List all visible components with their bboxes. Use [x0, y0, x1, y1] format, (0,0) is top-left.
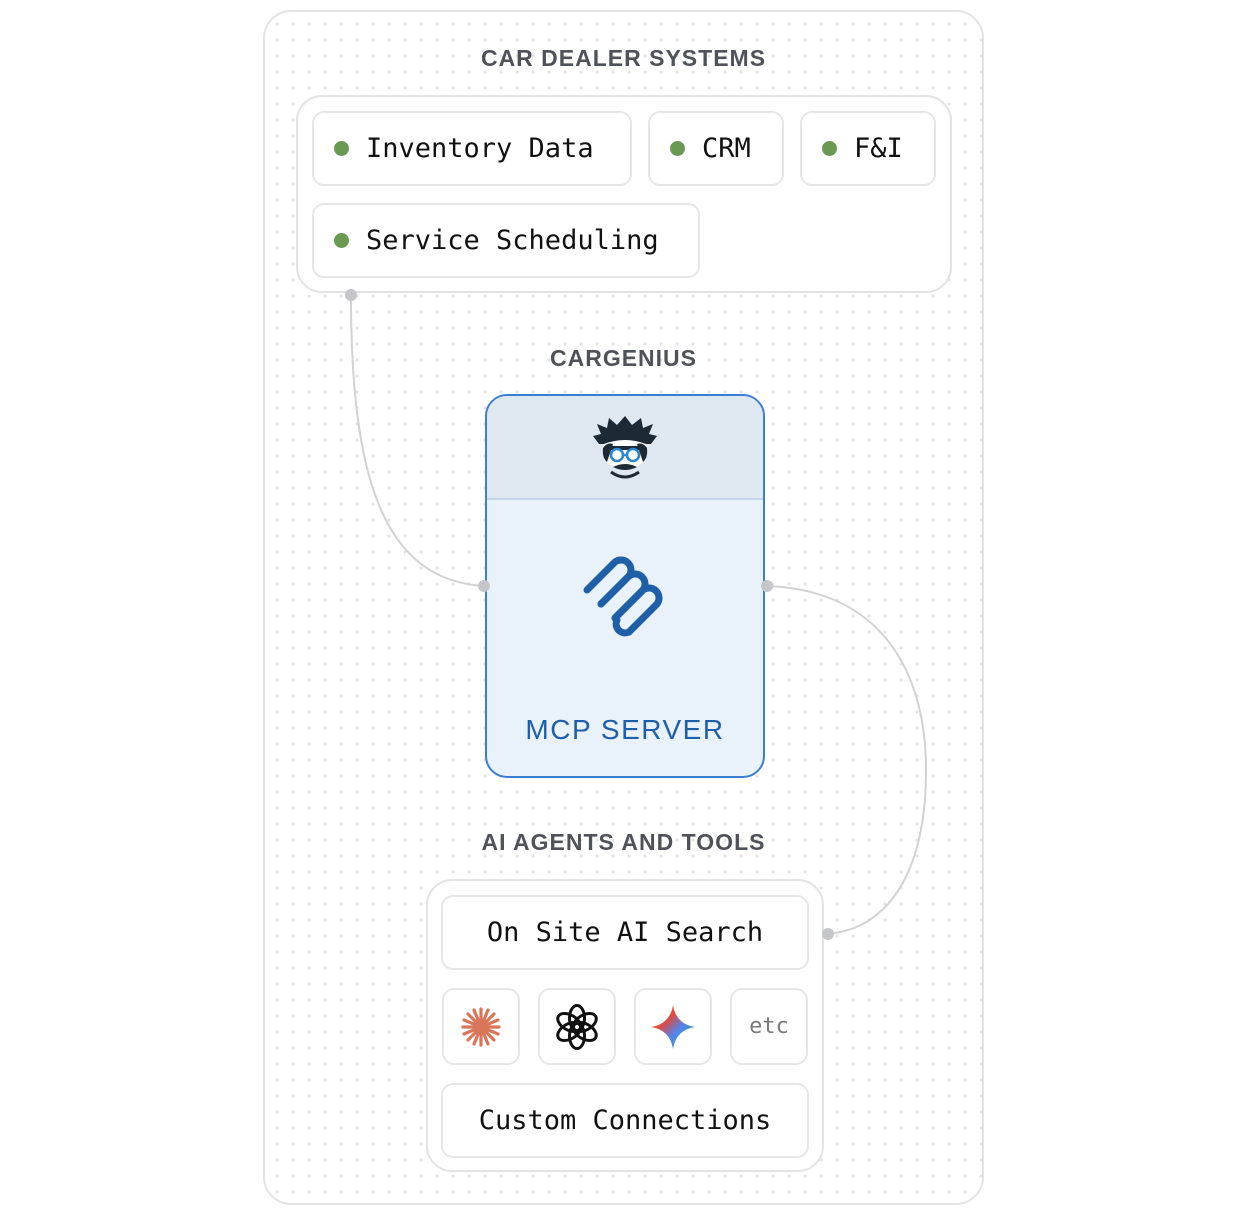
- provider-chip-claude: [442, 988, 520, 1065]
- system-label: F&I: [854, 133, 903, 164]
- system-label: CRM: [702, 133, 751, 164]
- provider-chip-gemini: [634, 988, 712, 1065]
- provider-chip-etc: etc: [730, 988, 808, 1065]
- system-label: Inventory Data: [366, 133, 594, 164]
- system-chip-inventory: Inventory Data: [312, 111, 632, 186]
- mcp-server-card: MCP SERVER: [485, 394, 765, 778]
- tool-chip-custom-connections: Custom Connections: [441, 1083, 809, 1158]
- system-chip-service-scheduling: Service Scheduling: [312, 203, 700, 278]
- mascot-face-icon: [593, 416, 657, 479]
- tool-label: Custom Connections: [478, 1105, 772, 1136]
- openai-icon: [556, 1003, 598, 1050]
- dealer-systems-group: Inventory Data CRM F&I Service Schedulin…: [296, 95, 952, 293]
- provider-chip-openai: [538, 988, 616, 1065]
- connector-port: [345, 289, 357, 301]
- system-chip-fni: F&I: [800, 111, 936, 186]
- system-label: Service Scheduling: [366, 225, 659, 256]
- dealer-section-title: CAR DEALER SYSTEMS: [480, 45, 767, 71]
- gemini-icon: [651, 1004, 695, 1049]
- mcp-server-label: MCP SERVER: [525, 714, 725, 745]
- mcp-card-header: [487, 396, 763, 500]
- status-dot: [822, 141, 837, 156]
- mcp-logo-icon: [583, 556, 663, 637]
- status-dot: [334, 233, 349, 248]
- status-dot: [670, 141, 685, 156]
- ai-section-title: AI AGENTS AND TOOLS: [481, 829, 766, 855]
- connector-port: [761, 580, 773, 592]
- tool-label: On Site AI Search: [486, 917, 764, 948]
- system-chip-crm: CRM: [648, 111, 784, 186]
- claude-icon: [461, 1006, 501, 1047]
- cargenius-section-title: CARGENIUS: [549, 345, 697, 371]
- etc-label: etc: [749, 1014, 789, 1039]
- connector-port: [478, 580, 490, 592]
- status-dot: [334, 141, 349, 156]
- tool-chip-on-site-search: On Site AI Search: [441, 895, 809, 970]
- connector-port: [822, 928, 834, 940]
